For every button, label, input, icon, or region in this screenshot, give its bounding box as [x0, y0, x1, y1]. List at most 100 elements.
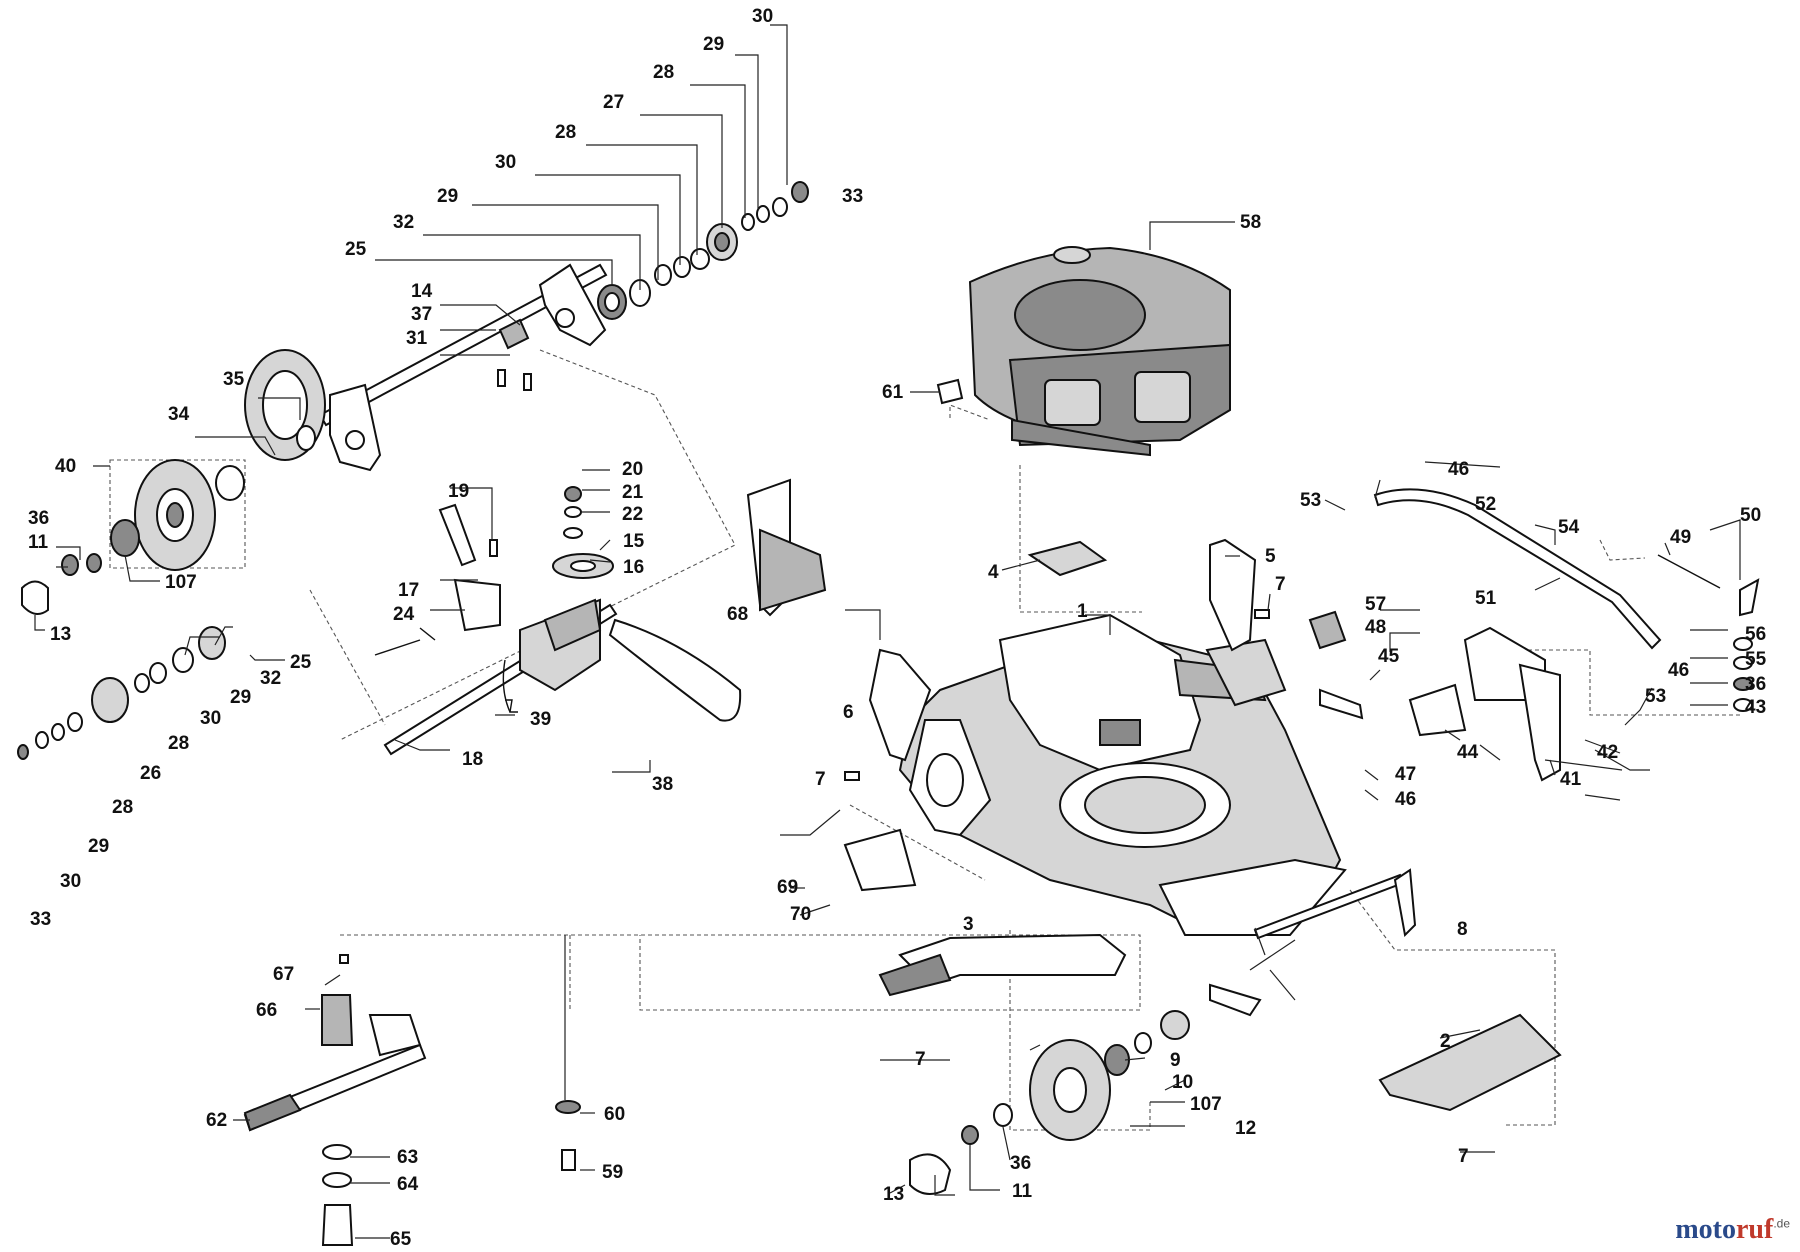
- callout-3: 3: [963, 914, 974, 935]
- gearbox-assembly: [374, 486, 742, 756]
- callout-46-a: 46: [1448, 459, 1469, 480]
- callout-67: 67: [273, 964, 294, 985]
- callout-2: 2: [1440, 1031, 1451, 1052]
- callout-64: 64: [397, 1174, 419, 1195]
- callout-62: 62: [206, 1110, 227, 1131]
- rear-axle-assembly: [244, 181, 809, 472]
- callout-7-a: 7: [1275, 574, 1286, 595]
- callout-29-a: 29: [703, 34, 724, 55]
- callout-18: 18: [462, 749, 483, 770]
- callout-65: 65: [390, 1229, 412, 1250]
- callout-22: 22: [622, 504, 643, 525]
- brand-name-a: moto: [1675, 1214, 1736, 1245]
- callout-10: 10: [1172, 1072, 1193, 1093]
- callout-28-a: 28: [653, 62, 674, 83]
- callout-28-d: 28: [112, 797, 133, 818]
- callout-41: 41: [1560, 769, 1582, 790]
- callout-30-b: 30: [495, 152, 516, 173]
- callout-54: 54: [1558, 517, 1580, 538]
- callout-33-a: 33: [842, 186, 863, 207]
- callout-46-b: 46: [1668, 660, 1689, 681]
- callout-28-c: 28: [168, 733, 189, 754]
- callout-25-b: 25: [290, 652, 312, 673]
- callout-70: 70: [790, 904, 811, 925]
- leader-lines: [34, 24, 1741, 1239]
- callout-6: 6: [843, 702, 854, 723]
- callout-69: 69: [777, 877, 798, 898]
- gear-shaft-assembly: [17, 626, 226, 760]
- callout-32-a: 32: [393, 212, 414, 233]
- callout-52: 52: [1475, 494, 1496, 515]
- callout-45: 45: [1378, 646, 1400, 667]
- front-axle-and-covers: [843, 828, 1562, 1112]
- callout-20: 20: [622, 459, 643, 480]
- callout-53-a: 53: [1300, 490, 1321, 511]
- callout-39: 39: [530, 709, 551, 730]
- callout-21: 21: [622, 482, 644, 503]
- callout-8: 8: [1457, 919, 1468, 940]
- callout-33-b: 33: [30, 909, 51, 930]
- callout-34: 34: [168, 404, 190, 425]
- callout-44: 44: [1457, 742, 1479, 763]
- callout-7-d: 7: [1458, 1146, 1469, 1167]
- callout-1: 1: [1077, 601, 1088, 622]
- callout-107-b: 107: [1190, 1094, 1222, 1115]
- callout-30-c: 30: [200, 708, 221, 729]
- callout-12: 12: [1235, 1118, 1256, 1139]
- callout-5: 5: [1265, 546, 1276, 567]
- brand-tld: .de: [1773, 1216, 1790, 1231]
- callout-27: 27: [603, 92, 624, 113]
- callout-57: 57: [1365, 594, 1386, 615]
- callout-36-c: 36: [1745, 674, 1766, 695]
- callout-7-b: 7: [815, 769, 826, 790]
- callout-58: 58: [1240, 212, 1261, 233]
- callout-61: 61: [882, 382, 904, 403]
- callout-4: 4: [988, 562, 999, 583]
- callout-59: 59: [602, 1162, 623, 1183]
- rear-left-wheel: [21, 459, 245, 615]
- callout-56: 56: [1745, 624, 1766, 645]
- callout-7-c: 7: [915, 1049, 926, 1070]
- callout-53-b: 53: [1645, 686, 1666, 707]
- callout-66: 66: [256, 1000, 277, 1021]
- callout-43: 43: [1745, 697, 1766, 718]
- brand-name-b: ruf: [1735, 1214, 1774, 1245]
- callout-9: 9: [1170, 1050, 1181, 1071]
- callout-29-c: 29: [230, 687, 251, 708]
- callout-30-d: 30: [60, 871, 81, 892]
- callout-25-a: 25: [345, 239, 367, 260]
- callout-36-a: 36: [1010, 1153, 1031, 1174]
- callout-107-a: 107: [165, 572, 197, 593]
- callout-29-b: 29: [437, 186, 458, 207]
- callout-11-b: 11: [28, 532, 49, 553]
- callout-46-c: 46: [1395, 789, 1416, 810]
- mower-deck: [898, 613, 1347, 937]
- callout-16: 16: [623, 557, 644, 578]
- callout-50: 50: [1740, 505, 1761, 526]
- front-wheel-assembly: [909, 1010, 1190, 1195]
- callout-35: 35: [223, 369, 245, 390]
- control-levers: [1308, 488, 1760, 782]
- callout-13-a: 13: [883, 1184, 904, 1205]
- callout-68: 68: [727, 604, 748, 625]
- deck-plate: [1027, 540, 1108, 577]
- callout-63: 63: [397, 1147, 418, 1168]
- callout-48: 48: [1365, 617, 1386, 638]
- callout-38: 38: [652, 774, 673, 795]
- callout-60: 60: [604, 1104, 625, 1125]
- callout-37: 37: [411, 304, 432, 325]
- callout-29-d: 29: [88, 836, 109, 857]
- callout-36-b: 36: [28, 508, 49, 529]
- callout-14: 14: [411, 281, 433, 302]
- callout-49: 49: [1670, 527, 1691, 548]
- callout-42: 42: [1597, 742, 1618, 763]
- callout-24: 24: [393, 604, 415, 625]
- brand-logo: motoruf.de: [1675, 1214, 1790, 1246]
- callout-labels: 1 2 3 4 5 6 7 7 7 7 7 7 8 9 10 11 11 12 …: [28, 6, 1767, 1250]
- callout-51: 51: [1475, 588, 1497, 609]
- callout-28-b: 28: [555, 122, 576, 143]
- callout-11-a: 11: [1012, 1181, 1033, 1202]
- callout-32-b: 32: [260, 668, 281, 689]
- engine: [936, 246, 1231, 457]
